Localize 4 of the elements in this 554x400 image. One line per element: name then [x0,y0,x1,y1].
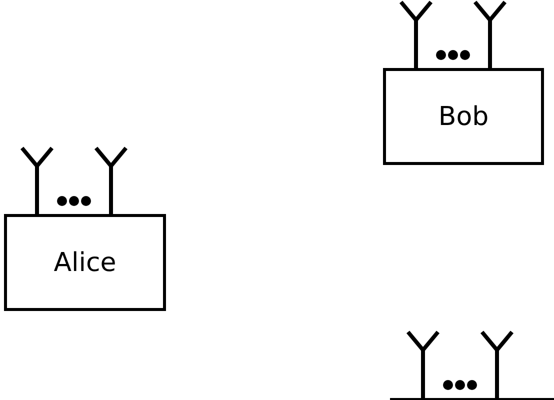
device-name: Alice [54,248,116,278]
device-box [4,214,166,311]
device-name: Bob [438,102,489,132]
device-box [383,68,544,165]
